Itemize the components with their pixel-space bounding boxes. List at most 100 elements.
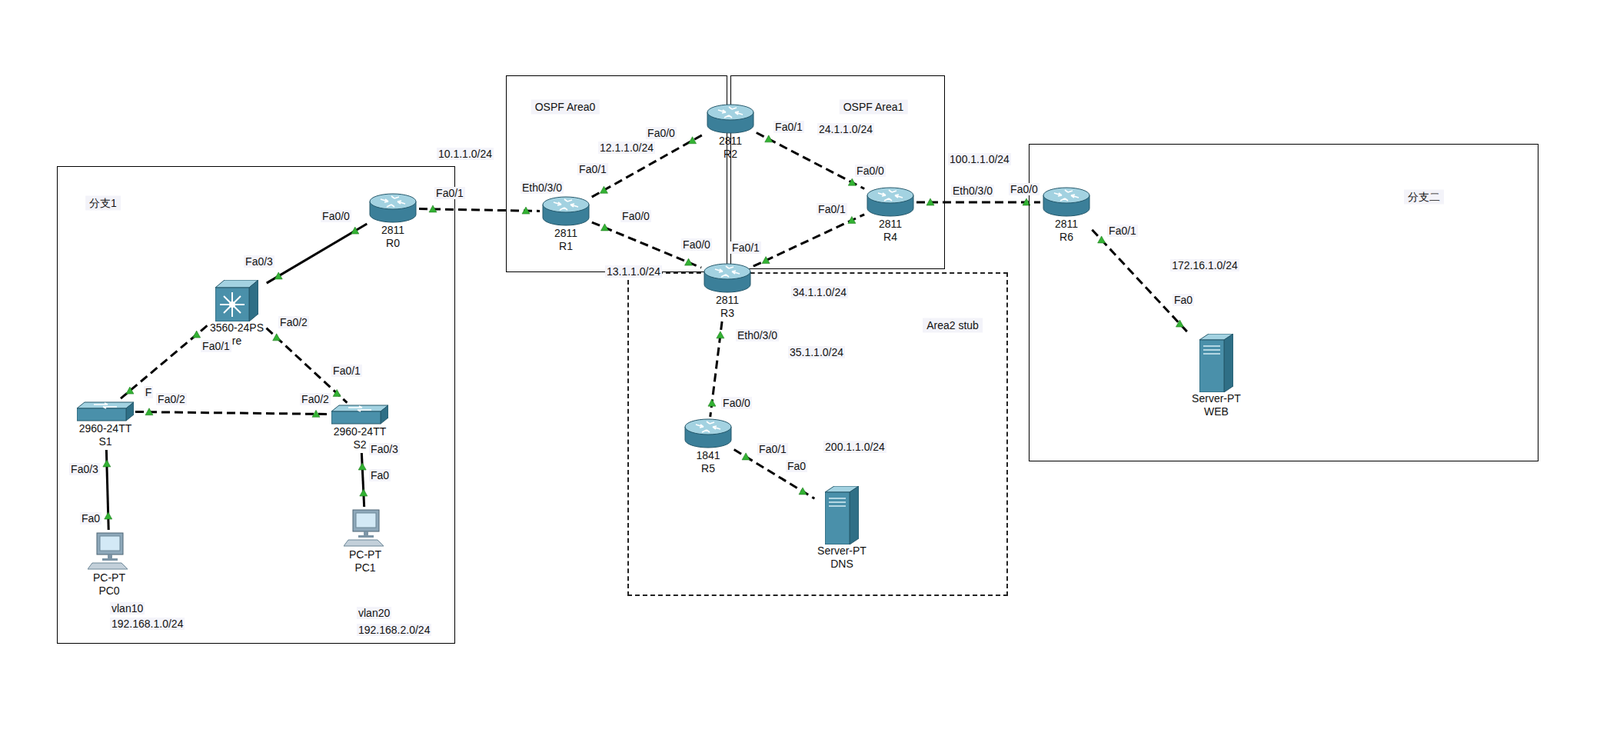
device-name: R2 (721, 147, 739, 161)
link-light (274, 272, 283, 280)
router-icon (702, 262, 752, 294)
interface-label: Fa0/0 (854, 164, 886, 177)
router-node: 2811R2 (705, 103, 756, 161)
cable-link (135, 411, 330, 414)
link-light (429, 205, 437, 213)
region-box: 分支12811R03560-24PSre2960-24TTS12960-24TT… (56, 166, 456, 644)
router-node: 2811R4 (865, 186, 915, 244)
router-node: 2811R0 (368, 192, 418, 250)
subnet-label: 100.1.1.0/24 (948, 153, 1012, 166)
multilayer-switch-icon (215, 279, 259, 322)
cable-link (756, 133, 865, 190)
interface-label: Fa0/0 (645, 126, 677, 140)
subnet-label: 35.1.1.0/24 (788, 345, 845, 359)
interface-label: Fa0/1 (434, 186, 466, 200)
cable-link (266, 223, 368, 283)
device-name: PC1 (352, 561, 377, 575)
vlan-label: vlan20 (356, 606, 392, 619)
device-model: Server-PT (1190, 392, 1243, 406)
router-icon (1041, 186, 1092, 218)
interface-label: F (143, 385, 154, 399)
interface-label: Fa0/1 (200, 339, 232, 353)
device-model: 2811 (1053, 217, 1080, 231)
vlan-subnet: 192.168.1.0/24 (109, 617, 185, 630)
device-name: S2 (351, 438, 368, 452)
link-light (103, 459, 111, 467)
device-model: 2960-24TT (77, 422, 134, 436)
router-icon (368, 192, 418, 224)
router-node: 1841R5 (683, 418, 733, 476)
router-icon (683, 418, 733, 450)
link-light (359, 488, 368, 496)
subnet-label: 13.1.1.0/24 (605, 265, 662, 278)
subnet-label: 200.1.1.0/24 (823, 440, 887, 453)
link-light (358, 462, 366, 470)
device-model: Server-PT (815, 544, 869, 558)
link-light (708, 399, 716, 406)
subnet-label: 24.1.1.0/24 (817, 123, 875, 136)
link-light (272, 333, 281, 341)
device-model: 2811 (717, 134, 744, 148)
cable-link (419, 209, 540, 212)
pc-icon (343, 508, 387, 549)
link-light (716, 331, 725, 339)
link-light (1097, 236, 1106, 243)
link-light (848, 178, 856, 186)
link-light (848, 216, 856, 223)
link-light (312, 409, 320, 417)
interface-label: Fa0/0 (1008, 182, 1040, 196)
cable-link (734, 449, 815, 499)
cable-link (361, 452, 364, 507)
interface-label: Fa0/1 (577, 162, 609, 176)
link-light (104, 512, 113, 519)
interface-label: Eth0/3/0 (520, 181, 564, 194)
vlan-label: vlan10 (109, 602, 145, 615)
interface-label: Fa0 (785, 459, 808, 473)
router-node: 2811R6 (1041, 186, 1092, 244)
interface-label: Fa0/1 (730, 241, 762, 254)
device-name: R1 (557, 239, 575, 253)
region-label: 分支1 (85, 196, 121, 211)
device-name: PC0 (96, 584, 121, 598)
device-name: R4 (881, 230, 899, 244)
cable-link (119, 325, 207, 400)
device-name: R6 (1057, 230, 1075, 244)
interface-label: Fa0/3 (69, 462, 100, 476)
server-node: Server-PTWEB (1190, 333, 1243, 419)
server-icon (824, 485, 859, 545)
link-light (741, 452, 750, 460)
link-light (1175, 319, 1184, 327)
pc-icon (87, 531, 131, 572)
router-icon (705, 103, 756, 135)
device-name: S1 (96, 435, 114, 449)
interface-label: Fa0/0 (620, 209, 652, 223)
link-light (599, 186, 608, 193)
interface-label: Fa0/1 (1107, 224, 1138, 237)
device-name: DNS (828, 557, 855, 571)
link-light (761, 256, 770, 264)
cable-link (592, 133, 706, 197)
region-label: OSPF Area1 (839, 99, 909, 115)
device-model: 2960-24TT (332, 425, 388, 439)
switch-icon (331, 403, 389, 426)
region-box: 分支二2811R6Server-PTWEB (1028, 143, 1539, 462)
interface-label: Fa0/1 (757, 442, 789, 456)
device-name: R0 (384, 236, 402, 250)
link-light (926, 198, 935, 206)
switch-icon (76, 400, 134, 423)
l3-node: 3560-24PSre (208, 279, 266, 348)
interface-label: Fa0/1 (331, 364, 363, 377)
link-light (685, 258, 693, 266)
interface-label: Fa0/2 (278, 316, 310, 329)
device-name: re (230, 334, 243, 348)
router-icon (865, 186, 915, 218)
subnet-label: 172.16.1.0/24 (1170, 259, 1240, 272)
device-model: 2811 (379, 223, 406, 237)
device-model: PC-PT (347, 548, 383, 562)
device-model: 2811 (714, 293, 741, 307)
region-label: Area2 stub (922, 318, 983, 333)
interface-label: Fa0/0 (721, 396, 752, 410)
link-light (126, 386, 134, 394)
device-model: 1841 (694, 449, 722, 463)
interface-label: Fa0/0 (681, 238, 712, 251)
